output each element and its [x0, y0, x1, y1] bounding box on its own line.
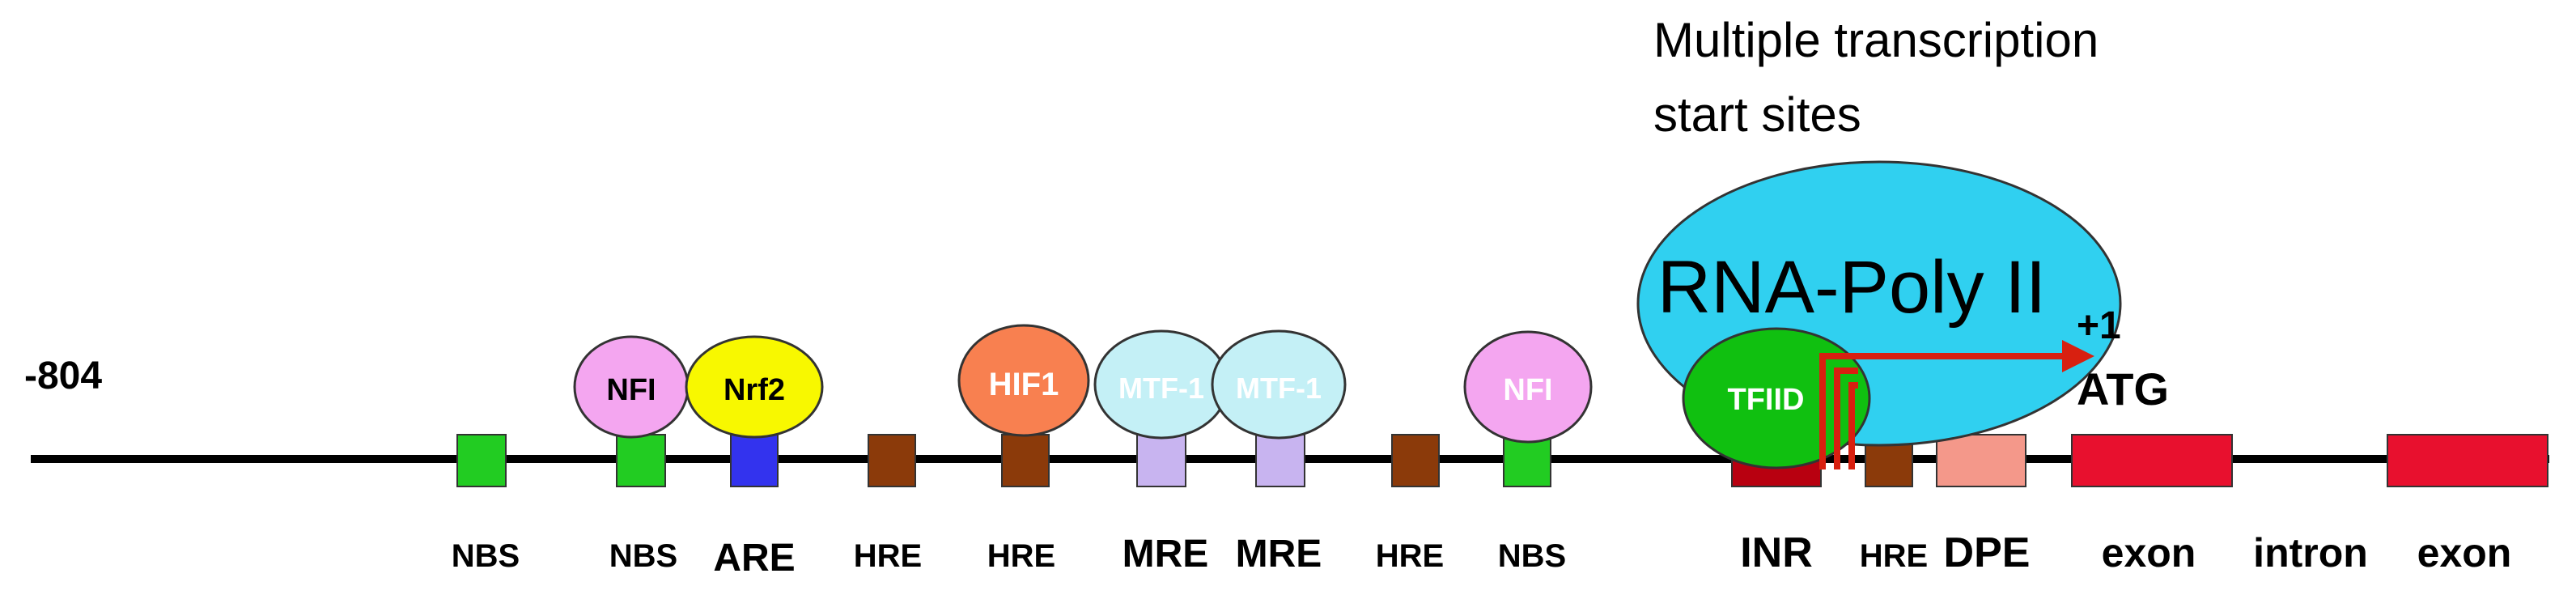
nfi-factor-2	[1463, 330, 1593, 444]
exon-box-1	[2071, 434, 2233, 487]
label-exon-1: exon	[2102, 530, 2196, 576]
nfi-factor-2-label: NFI	[1503, 373, 1552, 407]
hre-box-2	[1001, 434, 1050, 487]
label-are: ARE	[713, 537, 795, 580]
label-exon-2: exon	[2417, 530, 2512, 576]
mtf1-factor-2	[1211, 329, 1347, 440]
label-hre-4: HRE	[1860, 538, 1928, 574]
hif1-factor	[957, 324, 1090, 437]
atg-label: ATG	[2077, 363, 2169, 414]
label-intron: intron	[2253, 530, 2368, 576]
transcription-arrowhead	[2062, 340, 2094, 372]
label-dpe: DPE	[1944, 529, 2031, 576]
label-hre-2: HRE	[987, 538, 1055, 574]
label-mre-2: MRE	[1236, 533, 1322, 576]
header-line-1: Multiple transcription	[1653, 13, 2099, 67]
rna-poly-ii-label: RNA-Poly II	[1657, 246, 2047, 329]
exon-box-2	[2387, 434, 2548, 487]
nbs-box-2	[616, 434, 666, 487]
tfiid-label: TFIID	[1728, 383, 1805, 417]
dpe-box	[1936, 434, 2026, 487]
label-mre-1: MRE	[1122, 533, 1209, 576]
transcription-start-arrow	[1819, 353, 2062, 469]
hre-box-1	[868, 434, 916, 487]
label-hre-3: HRE	[1376, 538, 1444, 574]
mre-box-2	[1255, 434, 1305, 487]
position-label: -804	[24, 355, 102, 397]
label-hre-1: HRE	[854, 538, 922, 574]
label-inr: INR	[1740, 529, 1813, 576]
mtf1-factor-1-label: MTF-1	[1118, 372, 1204, 405]
mtf1-factor-2-label: MTF-1	[1236, 372, 1322, 405]
label-nbs-1: NBS	[452, 538, 520, 574]
nbs-box-3	[1503, 434, 1551, 487]
nbs-box-1	[456, 434, 507, 487]
mre-box-1	[1136, 434, 1186, 487]
label-nbs-2: NBS	[609, 538, 677, 574]
header-line-2: start sites	[1653, 87, 1861, 142]
are-box	[730, 434, 779, 487]
nfi-factor-1-label: NFI	[606, 373, 656, 407]
hif1-factor-label: HIF1	[989, 367, 1059, 402]
hre-box-3	[1391, 434, 1440, 487]
nrf2-factor-label: Nrf2	[724, 373, 785, 407]
label-nbs-3: NBS	[1498, 538, 1566, 574]
nrf2-factor	[685, 335, 824, 439]
plus-one-label: +1	[2077, 304, 2121, 347]
